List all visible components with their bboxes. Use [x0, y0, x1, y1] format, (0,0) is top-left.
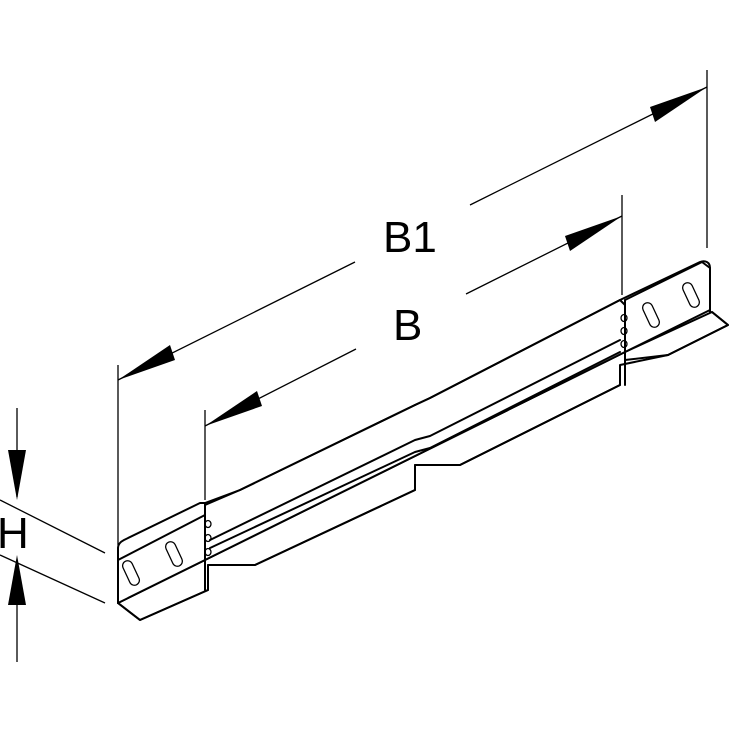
- slot-right-1: [641, 302, 661, 328]
- arrow-b1-left: [118, 345, 175, 380]
- reducer-bracket: [117, 260, 729, 621]
- dimension-b1: B1: [117, 70, 708, 545]
- arrow-b1-right: [650, 87, 707, 122]
- holes-right: [620, 313, 628, 349]
- arrow-b-right: [565, 216, 622, 251]
- label-b: B: [393, 301, 422, 350]
- dimension-h: H: [0, 408, 106, 662]
- arrow-h-top: [8, 450, 26, 500]
- slot-left-1: [121, 560, 141, 586]
- holes-left: [204, 519, 212, 557]
- label-b1: B1: [383, 213, 437, 262]
- arrow-h-bottom: [8, 555, 26, 605]
- arrow-b-left: [205, 391, 262, 426]
- slot-right-2: [681, 282, 701, 308]
- dimension-b: B: [204, 195, 623, 500]
- label-h: H: [0, 509, 29, 558]
- slot-left-2: [164, 541, 184, 567]
